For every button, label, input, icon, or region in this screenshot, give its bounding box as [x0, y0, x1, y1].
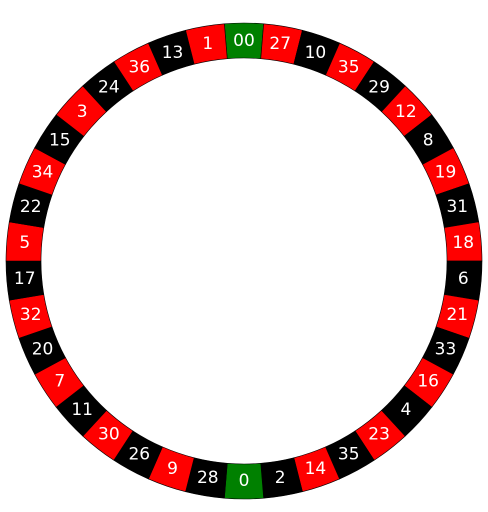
pocket-number-label: 11	[71, 400, 93, 420]
pocket-number-label: 9	[167, 459, 178, 479]
pocket-number-label: 30	[98, 425, 120, 445]
pocket-number-label: 00	[233, 31, 255, 51]
pocket-number-label: 18	[452, 233, 474, 253]
pocket-number-label: 5	[19, 233, 30, 253]
pocket-number-label: 31	[446, 197, 468, 217]
pocket-number-label: 26	[128, 444, 150, 464]
pocket-number-label: 1	[202, 34, 213, 54]
pocket-number-label: 35	[338, 58, 360, 78]
pocket-number-label: 12	[395, 102, 417, 122]
pocket-number-label: 7	[54, 371, 65, 391]
pocket-number-label: 6	[458, 269, 469, 289]
pocket-number-label: 34	[32, 163, 54, 183]
pocket-number-label: 22	[20, 197, 42, 217]
pocket-number-label: 15	[49, 131, 71, 151]
pocket-number-label: 0	[239, 471, 250, 491]
pocket-number-label: 35	[338, 444, 360, 464]
pocket-number-label: 20	[32, 339, 54, 359]
pocket-number-label: 24	[98, 77, 120, 97]
pocket-number-label: 36	[128, 58, 150, 78]
pocket-number-label: 28	[197, 468, 219, 488]
pocket-number-label: 33	[435, 339, 457, 359]
pocket-number-label: 8	[423, 131, 434, 151]
pocket-number-label: 29	[368, 77, 390, 97]
pocket-red	[185, 23, 228, 65]
pocket-number-label: 23	[368, 425, 390, 445]
pocket-number-label: 27	[269, 34, 291, 54]
pocket-number-label: 10	[305, 43, 327, 63]
pocket-number-label: 2	[275, 468, 286, 488]
pocket-number-label: 21	[446, 305, 468, 325]
pocket-number-label: 14	[305, 459, 327, 479]
pocket-number-label: 4	[400, 400, 411, 420]
pocket-number-label: 17	[14, 269, 36, 289]
pocket-number-label: 3	[77, 102, 88, 122]
pocket-number-label: 13	[162, 43, 184, 63]
pocket-number-label: 19	[435, 163, 457, 183]
pocket-number-label: 32	[20, 305, 42, 325]
pocket-number-label: 16	[417, 371, 439, 391]
